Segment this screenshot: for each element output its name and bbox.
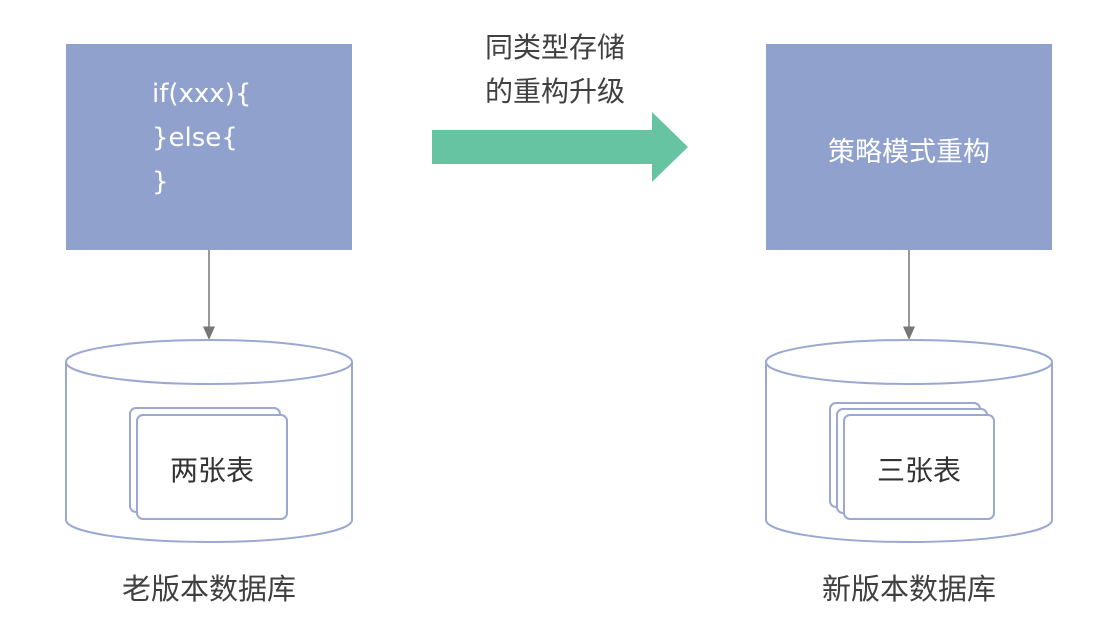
right-table-label: 三张表 xyxy=(876,454,961,487)
new-database-label: 新版本数据库 xyxy=(821,572,996,606)
legacy-database-label: 老版本数据库 xyxy=(121,572,296,606)
caption-line-1: 同类型存储 xyxy=(484,31,625,64)
strategy-refactor-box: 策略模式重构 xyxy=(766,44,1052,250)
strategy-label: 策略模式重构 xyxy=(828,137,990,168)
code-line-3: } xyxy=(152,167,169,197)
legacy-code-box: if(xxx){ }else{ } xyxy=(66,44,352,250)
code-line-1: if(xxx){ xyxy=(152,79,252,109)
code-snippet: if(xxx){ }else{ } xyxy=(152,72,251,204)
upgrade-arrow xyxy=(432,112,688,182)
code-line-2: }else{ xyxy=(152,123,238,153)
upgrade-caption: 同类型存储 的重构升级 xyxy=(450,26,660,114)
caption-line-2: 的重构升级 xyxy=(484,75,625,108)
left-table-stack xyxy=(129,407,288,520)
right-table-stack xyxy=(829,402,995,520)
left-table-label: 两张表 xyxy=(169,454,254,487)
